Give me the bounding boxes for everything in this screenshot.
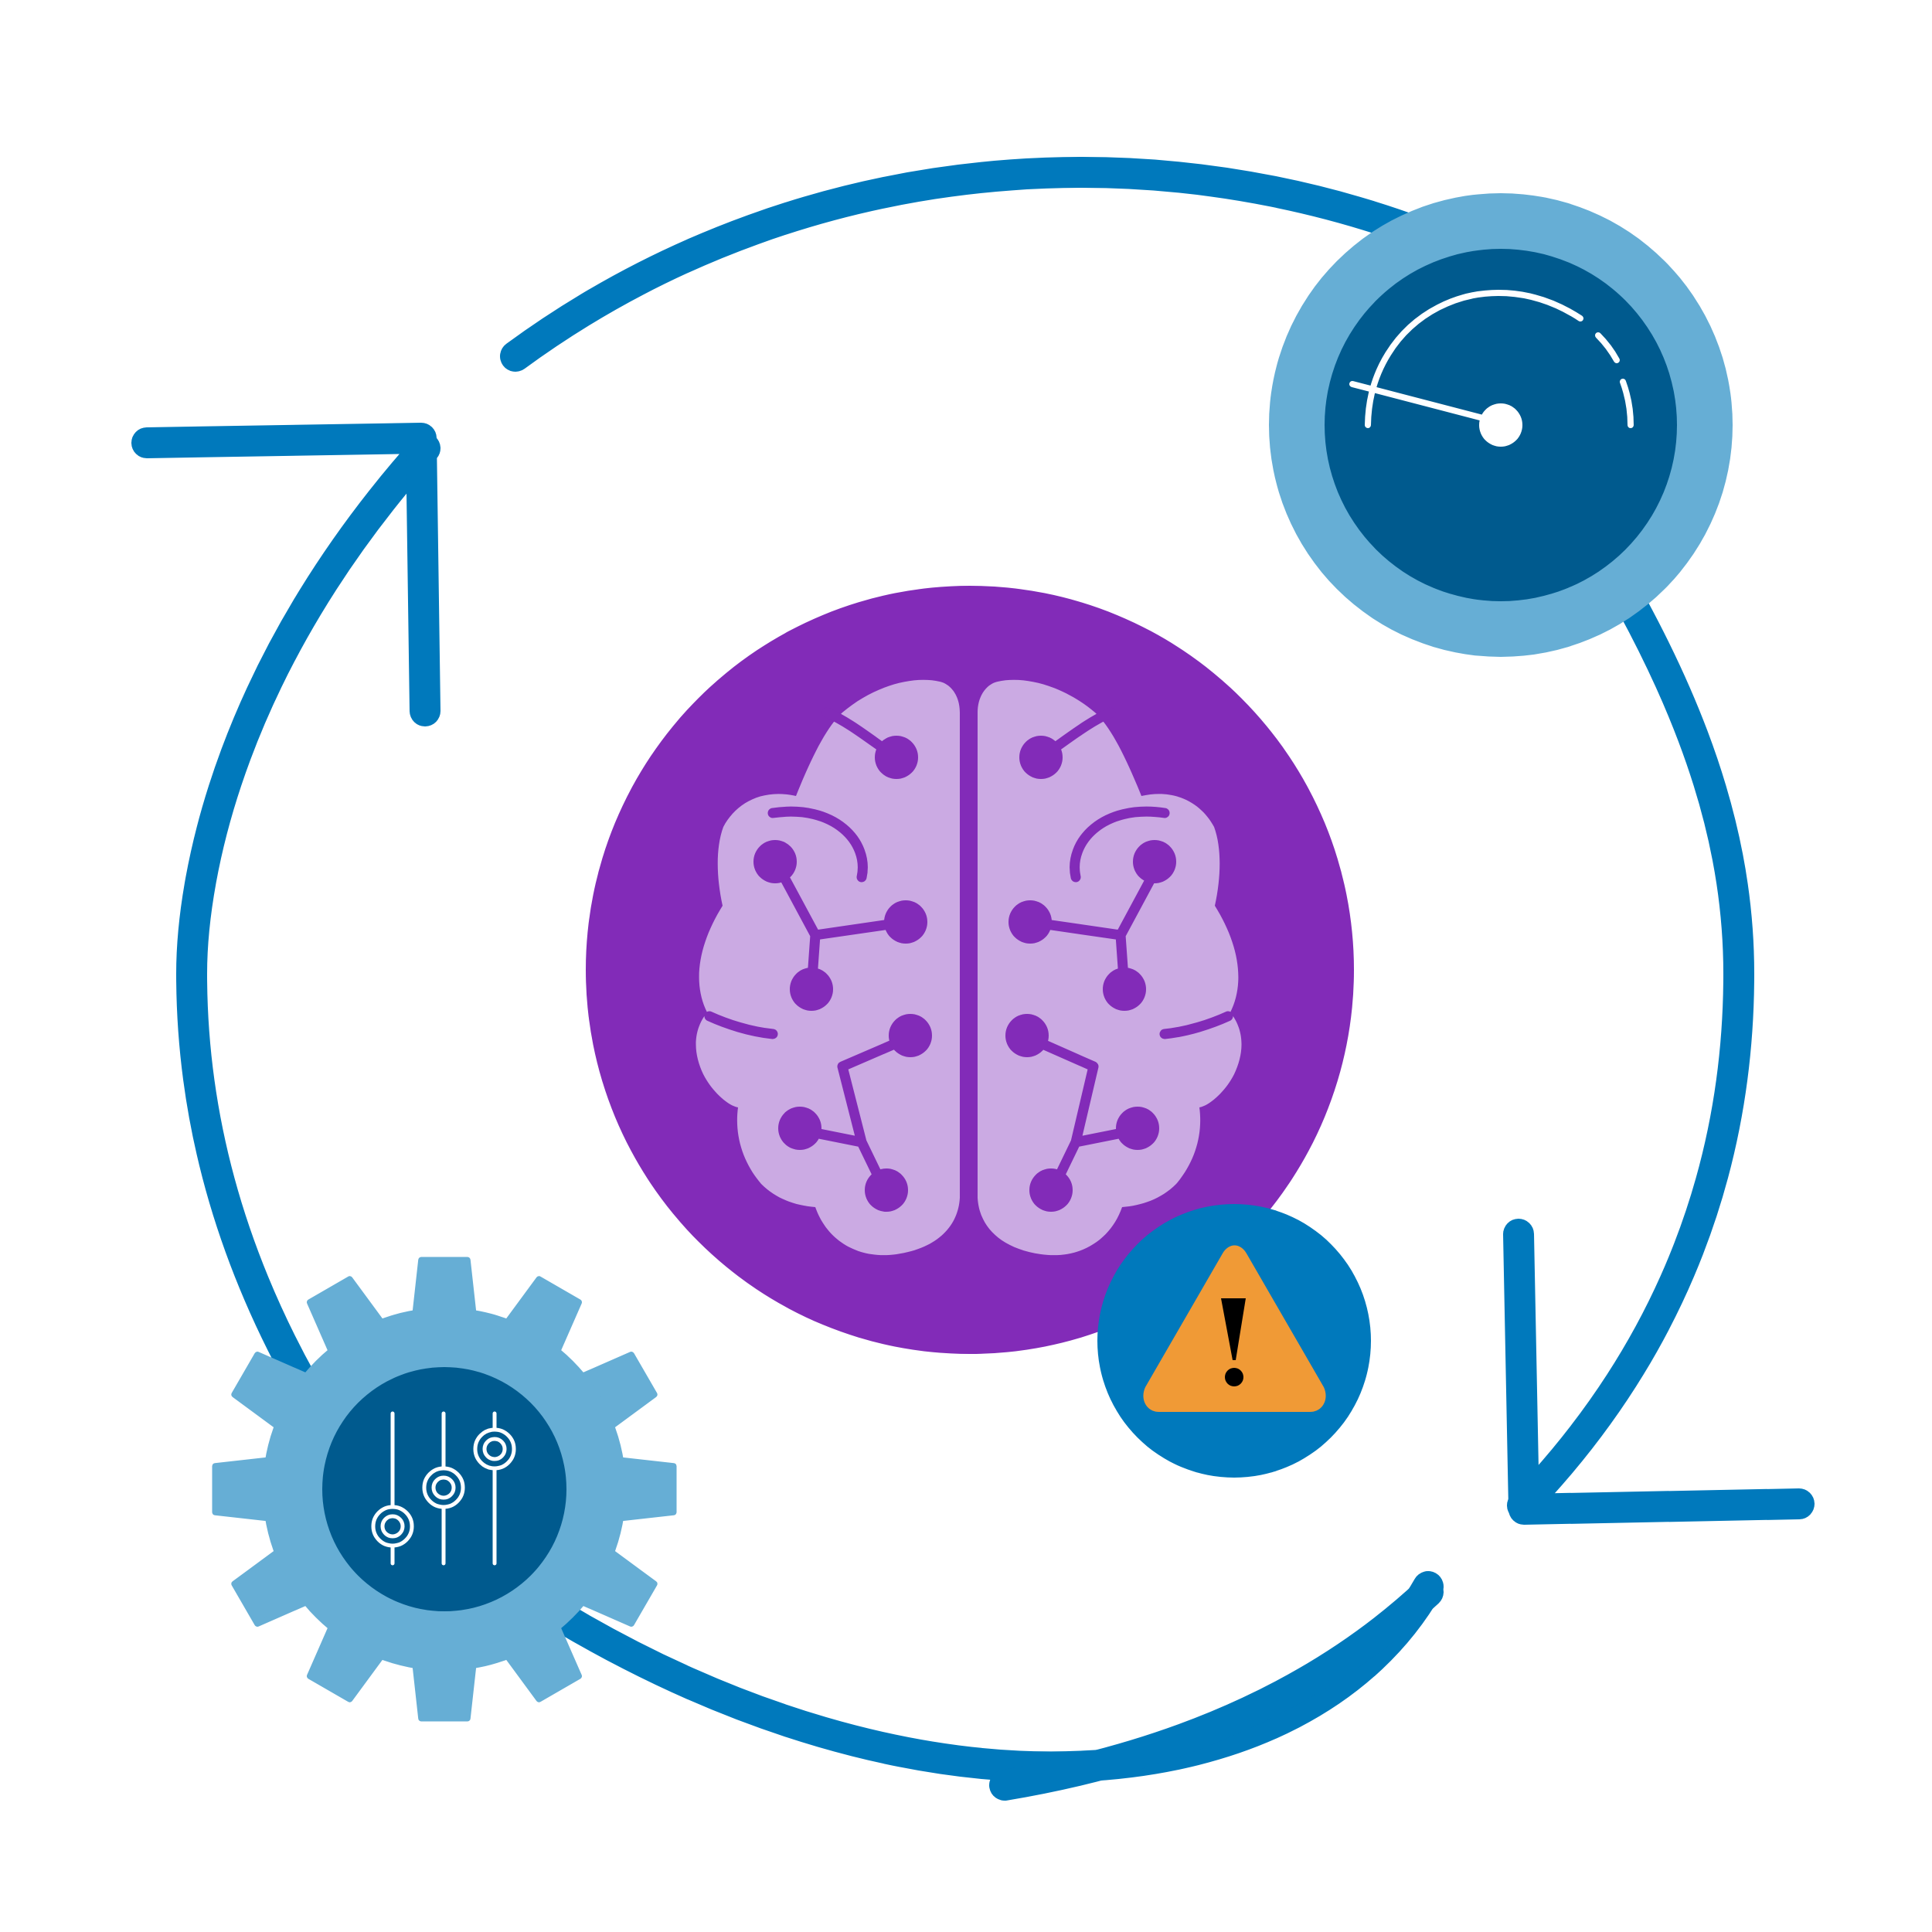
node xyxy=(889,1014,932,1057)
node xyxy=(865,1168,908,1212)
gauge-hub xyxy=(1479,403,1522,447)
brain-node xyxy=(586,586,1354,1354)
cycle-arrows xyxy=(131,157,1815,1801)
slider-knob-3 xyxy=(473,1427,516,1471)
node xyxy=(1116,1107,1159,1150)
slider-knob-3-inner xyxy=(482,1437,507,1461)
node xyxy=(753,840,797,883)
left-arrowhead xyxy=(131,423,440,726)
gauge-icon xyxy=(1349,289,1634,428)
sliders-icon xyxy=(371,1411,516,1566)
gauge-node xyxy=(1269,193,1733,657)
top-arc xyxy=(500,157,1538,372)
gauge-arc xyxy=(1365,289,1583,428)
gauge-tick-1 xyxy=(1595,332,1620,363)
node xyxy=(884,900,927,944)
circuit-right-upper xyxy=(1070,806,1170,883)
brain-left-hemisphere xyxy=(696,679,960,1256)
circuit-right-edge xyxy=(1159,1011,1233,1039)
node xyxy=(1019,736,1063,779)
node xyxy=(1029,1168,1073,1212)
node xyxy=(1005,1014,1049,1057)
bottom-arc-end xyxy=(989,1577,1444,1801)
exclamation-bar xyxy=(1221,1298,1246,1360)
gauge-tick-2 xyxy=(1620,379,1634,428)
circuit-left-upper xyxy=(767,806,868,883)
slider-knob-1 xyxy=(371,1505,414,1548)
slider-knob-2-inner xyxy=(431,1475,456,1500)
slider-knob-1-inner xyxy=(380,1514,405,1539)
gauge-needle xyxy=(1349,381,1504,426)
right-arc xyxy=(1507,448,1754,1521)
node xyxy=(1103,968,1146,1011)
brain-right-hemisphere xyxy=(978,679,1242,1256)
node xyxy=(778,1107,821,1150)
node xyxy=(1009,900,1052,944)
warning-node xyxy=(1097,1204,1371,1478)
node xyxy=(1133,840,1176,883)
circuit-left-edge xyxy=(704,1011,778,1039)
gear-inner-circle xyxy=(322,1367,566,1611)
left-arc xyxy=(176,433,440,1430)
node xyxy=(790,968,833,1011)
brain-circuit-icon xyxy=(696,679,1242,1256)
settings-node xyxy=(212,1257,677,1722)
right-arrowhead xyxy=(1503,1219,1815,1525)
node xyxy=(875,736,918,779)
slider-knob-2 xyxy=(422,1466,465,1509)
exclamation-dot xyxy=(1225,1368,1243,1386)
brain-nodes xyxy=(753,736,1176,1212)
